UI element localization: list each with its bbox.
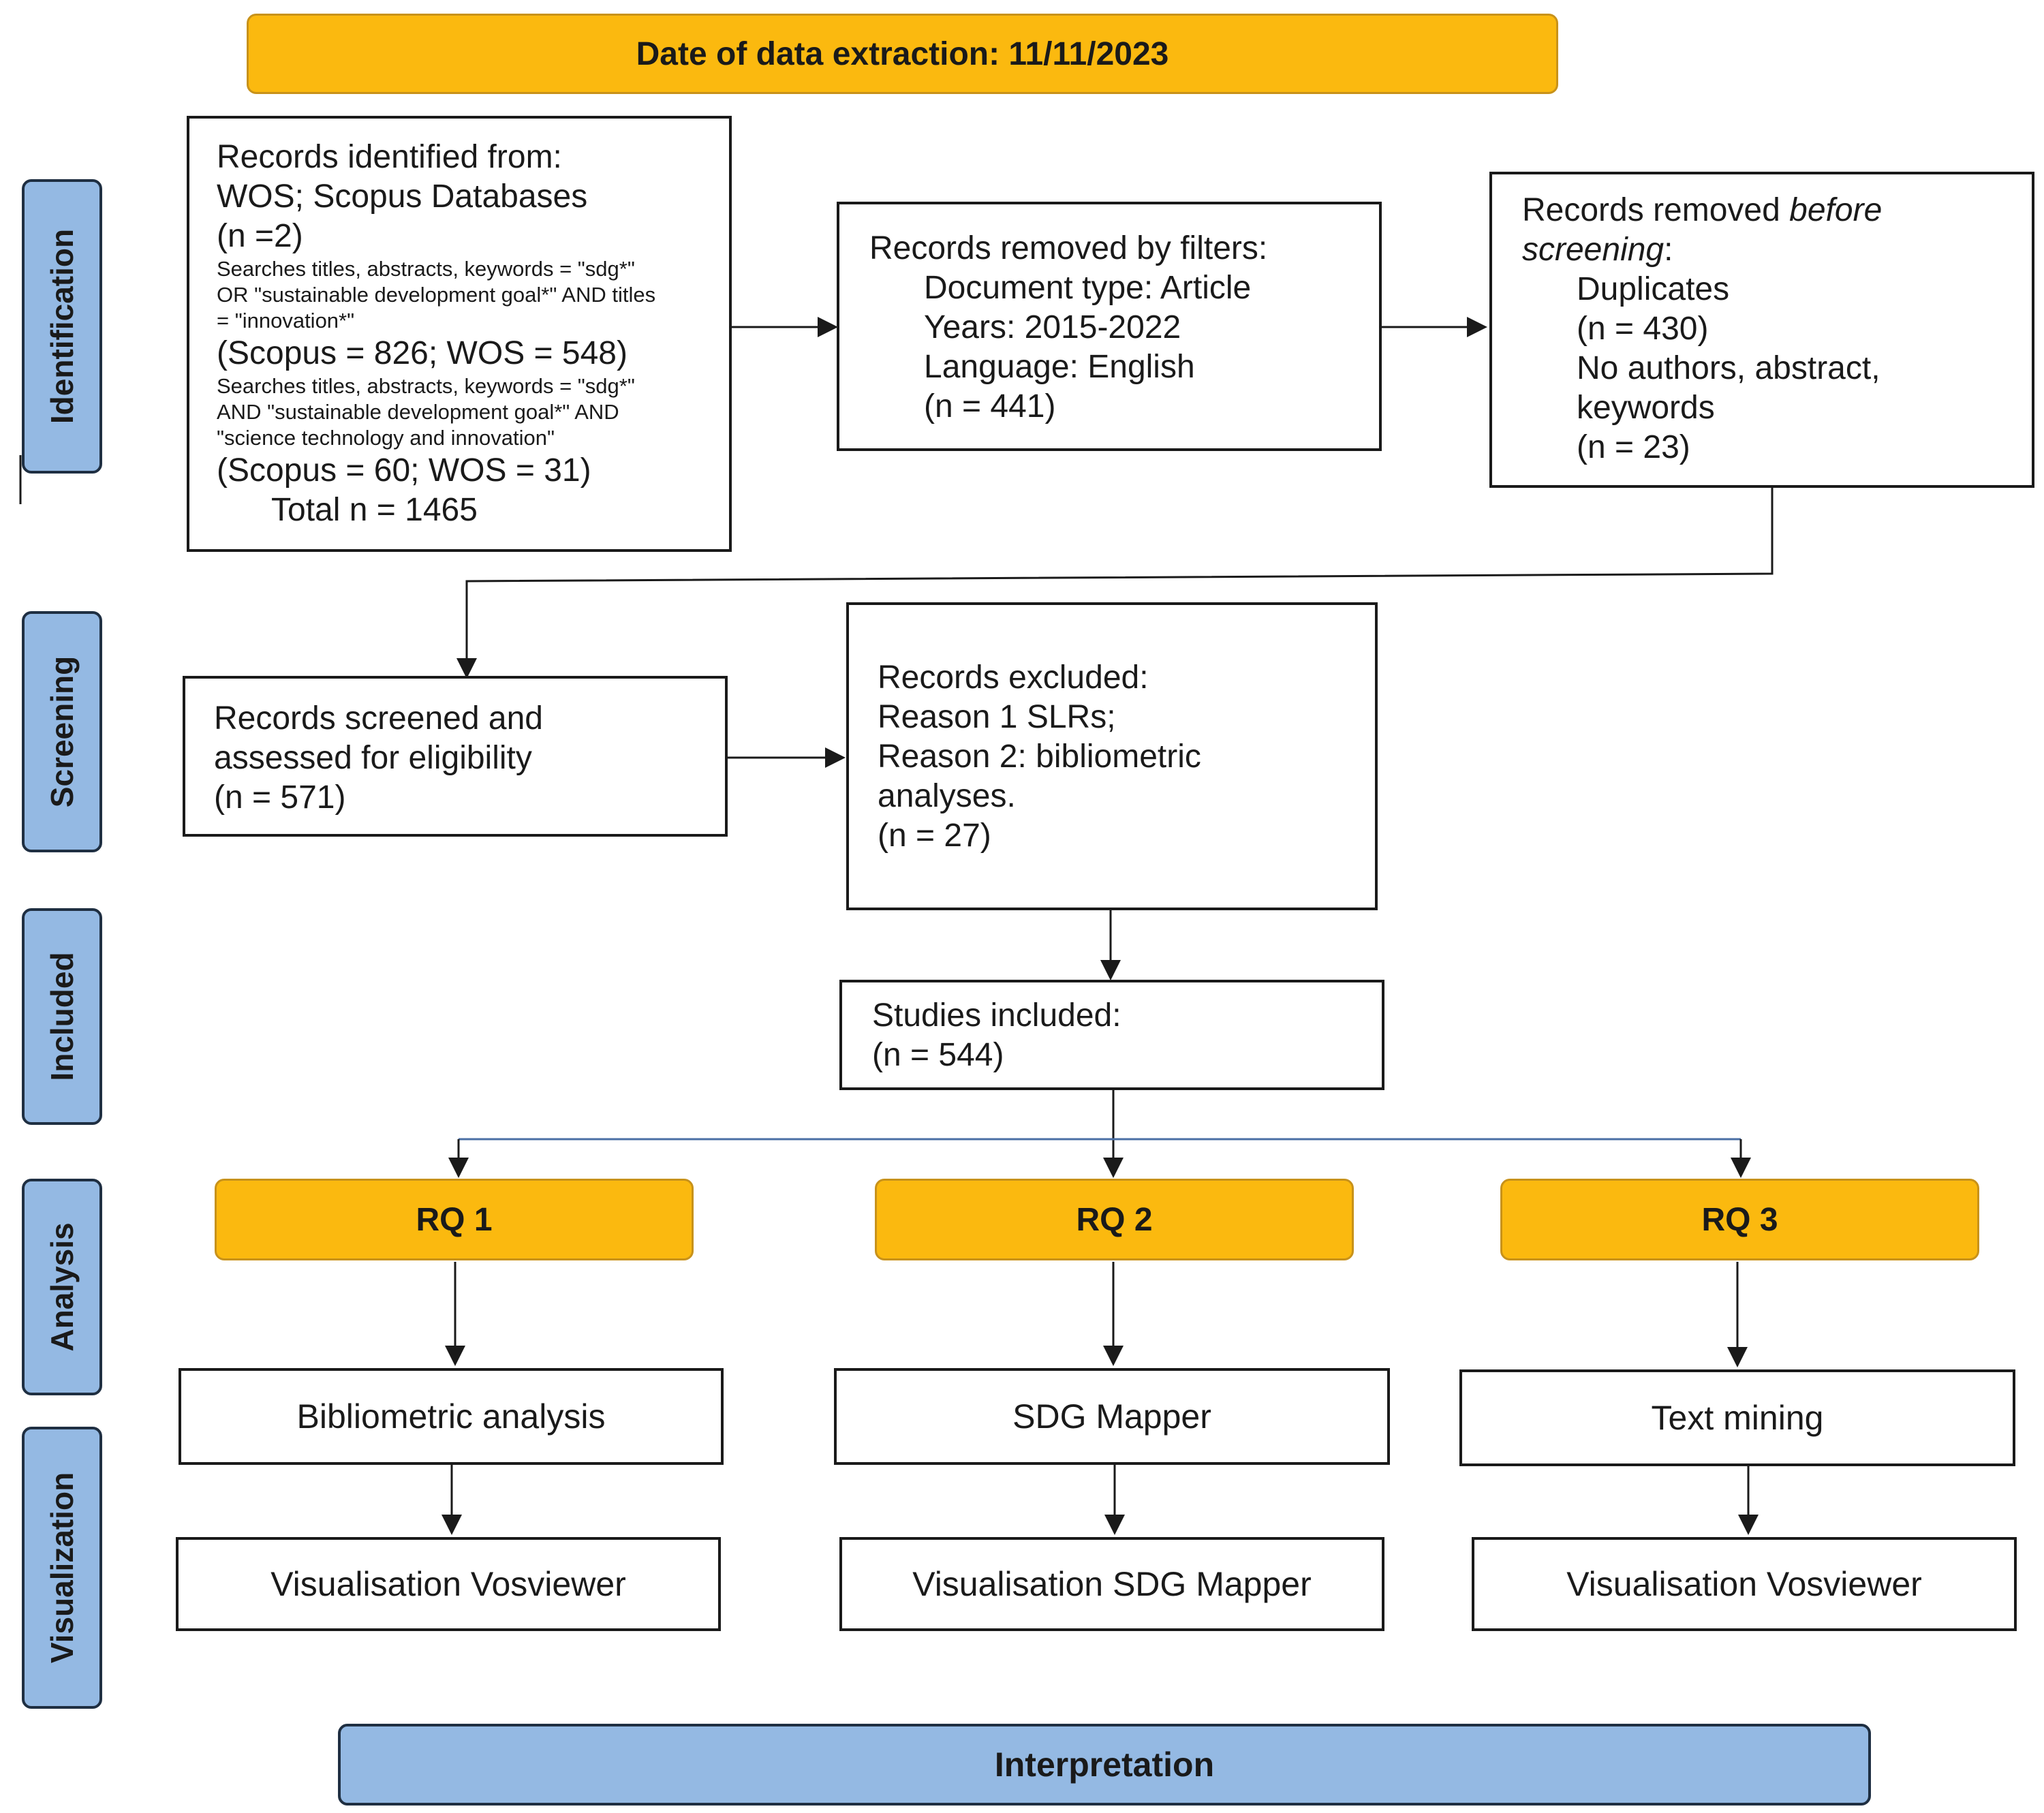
search-query-1c: = "innovation*" [217, 309, 355, 332]
phase-included: Included [22, 908, 102, 1125]
excluded-reason-1: Reason 1 SLRs; [878, 699, 1116, 735]
method-text-mining: Text mining [1459, 1369, 2015, 1466]
filters-count: (n = 441) [924, 388, 1056, 424]
removed-duplicates-count: (n = 430) [1577, 311, 1709, 347]
method-bibliometric-analysis: Bibliometric analysis [179, 1368, 724, 1465]
records-excluded-box: Records excluded: Reason 1 SLRs; Reason … [846, 602, 1378, 910]
filters-title: Records removed by filters: [869, 230, 1268, 266]
visual-sdg-mapper: Visualisation SDG Mapper [839, 1537, 1384, 1631]
excluded-title: Records excluded: [878, 660, 1149, 696]
removed-before-screening-box: Records removed before screening: Duplic… [1489, 172, 2034, 488]
phase-visualization: Visualization [22, 1427, 102, 1709]
included-count: (n = 544) [872, 1037, 1004, 1073]
rq3-box: RQ 3 [1500, 1179, 1979, 1260]
identified-line-5: (Scopus = 60; WOS = 31) [217, 452, 591, 489]
phase-screening: Screening [22, 611, 102, 852]
filter-document-type: Document type: Article [924, 270, 1252, 306]
date-extraction-banner: Date of data extraction: 11/11/2023 [247, 14, 1558, 94]
excluded-count: (n = 27) [878, 818, 991, 854]
interpretation-label: Interpretation [994, 1746, 1215, 1784]
removed-title-line-1: Records removed before [1522, 192, 1883, 228]
records-screened-box: Records screened and assessed for eligib… [183, 676, 728, 837]
screened-line-2: assessed for eligibility [214, 740, 532, 776]
rq3-label: RQ 3 [1701, 1201, 1778, 1238]
screened-count: (n = 571) [214, 779, 346, 816]
removed-duplicates: Duplicates [1577, 271, 1730, 307]
studies-included-box: Studies included: (n = 544) [839, 980, 1384, 1090]
date-extraction-label: Date of data extraction: 11/11/2023 [636, 35, 1169, 72]
visual-vosviewer-3: Visualisation Vosviewer [1472, 1537, 2017, 1631]
visual-vosviewer-1: Visualisation Vosviewer [176, 1537, 721, 1631]
search-query-2c: "science technology and innovation" [217, 426, 555, 450]
search-query-2b: AND "sustainable development goal*" AND [217, 400, 619, 424]
removed-title-line-2: screening: [1522, 232, 1673, 268]
removed-no-authors-count: (n = 23) [1577, 429, 1690, 465]
identified-line-3: (n =2) [217, 218, 303, 254]
rq2-box: RQ 2 [875, 1179, 1354, 1260]
rq1-label: RQ 1 [416, 1201, 493, 1238]
identified-line-1: Records identified from: [217, 139, 562, 175]
search-query-1a: Searches titles, abstracts, keywords = "… [217, 257, 635, 281]
identified-line-2: WOS; Scopus Databases [217, 179, 588, 215]
excluded-reason-2: Reason 2: bibliometric [878, 739, 1201, 775]
identified-line-4: (Scopus = 826; WOS = 548) [217, 335, 628, 371]
method-sdg-mapper: SDG Mapper [834, 1368, 1390, 1465]
search-query-1b: OR "sustainable development goal*" AND t… [217, 283, 656, 307]
phase-identification: Identification [22, 179, 102, 474]
filter-language: Language: English [924, 349, 1195, 385]
rq2-label: RQ 2 [1076, 1201, 1153, 1238]
rq1-box: RQ 1 [215, 1179, 694, 1260]
phase-analysis: Analysis [22, 1179, 102, 1395]
removed-keywords: keywords [1577, 390, 1715, 426]
search-query-2a: Searches titles, abstracts, keywords = "… [217, 374, 635, 398]
filters-box: Records removed by filters: Document typ… [837, 202, 1382, 451]
arrow-removed-to-screened [456, 488, 1774, 679]
included-title: Studies included: [872, 997, 1121, 1034]
screened-line-1: Records screened and [214, 700, 543, 737]
interpretation-banner: Interpretation [338, 1724, 1871, 1806]
filter-years: Years: 2015-2022 [924, 309, 1181, 345]
identified-total: Total n = 1465 [271, 492, 478, 528]
records-identified-box: Records identified from: WOS; Scopus Dat… [187, 116, 732, 552]
removed-no-authors: No authors, abstract, [1577, 350, 1880, 386]
excluded-reason-2-cont: analyses. [878, 778, 1016, 814]
